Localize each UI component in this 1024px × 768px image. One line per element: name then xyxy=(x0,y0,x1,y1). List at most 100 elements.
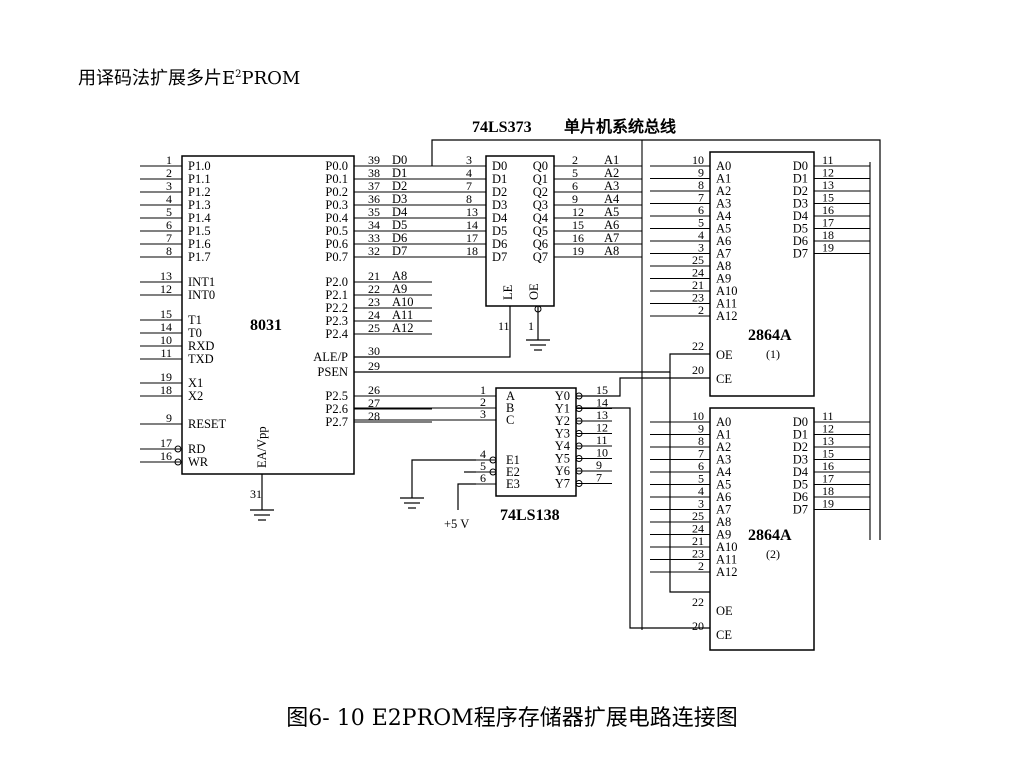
eeprom-1-body xyxy=(709,151,815,397)
eeprom-address-number: 7 xyxy=(698,447,704,461)
eeprom-2-body xyxy=(709,407,815,651)
latch-title: 74LS373 xyxy=(472,119,532,136)
eeprom-data-name: D4 xyxy=(793,209,809,223)
mcu-pin-name: P1.7 xyxy=(188,250,211,264)
latch-control-number: 11 xyxy=(498,319,510,333)
decoder-output-name: Y1 xyxy=(555,402,570,416)
eeprom-address-number: 6 xyxy=(698,459,704,473)
decoder-output-name: Y0 xyxy=(555,389,570,403)
decoder-input-number: 2 xyxy=(480,395,486,409)
eeprom-address-number: 24 xyxy=(692,522,704,536)
page-heading: 用译码法扩展多片E2PROM xyxy=(78,64,300,90)
latch-output-name: Q0 xyxy=(533,159,548,173)
mcu-pin-name: X1 xyxy=(188,376,203,390)
eeprom-control-name: CE xyxy=(716,372,732,386)
mcu-pin-name: P2.5 xyxy=(325,389,348,403)
mcu-net-label: D5 xyxy=(392,218,407,232)
eeprom-data-number: 18 xyxy=(822,484,834,498)
eeprom-2-label: 2864A xyxy=(748,527,792,544)
mcu-pin-name: P1.3 xyxy=(188,198,211,212)
eeprom-data-number: 11 xyxy=(822,153,834,167)
mcu-net-label: D0 xyxy=(392,153,407,167)
eeprom-address-number: 25 xyxy=(692,509,704,523)
mcu-pin-name: P1.2 xyxy=(188,185,211,199)
eeprom-data-name: D0 xyxy=(793,159,808,173)
eeprom-address-name: A5 xyxy=(716,478,731,492)
latch-input-name: D5 xyxy=(492,224,507,238)
eeprom-address-number: 4 xyxy=(698,484,704,498)
mcu-pin-number: 8 xyxy=(166,244,172,258)
active-low-bubble xyxy=(575,392,583,400)
mcu-pin-name: P1.4 xyxy=(188,211,211,225)
latch-control-name: OE xyxy=(527,283,541,300)
eeprom-address-number: 2 xyxy=(698,303,704,317)
eeprom-address-name: A12 xyxy=(716,565,738,579)
mcu-pin-number: 16 xyxy=(160,449,172,463)
mcu-pin-name: P0.2 xyxy=(325,185,348,199)
heading-tail: PROM xyxy=(241,68,301,89)
mcu-pin-name: P2.6 xyxy=(325,402,348,416)
mcu-pin-number: 4 xyxy=(166,192,172,206)
eeprom-data-number: 15 xyxy=(822,447,834,461)
latch-output-name: Q1 xyxy=(533,172,548,186)
eeprom-control-name: CE xyxy=(716,628,732,642)
mcu-pin-number: 14 xyxy=(160,320,172,334)
decoder-input-number: 4 xyxy=(480,447,486,461)
mcu-pin-number: 15 xyxy=(160,307,172,321)
eeprom-address-name: A2 xyxy=(716,440,731,454)
mcu-net-label: A8 xyxy=(392,269,407,283)
decoder-output-name: Y6 xyxy=(555,464,570,478)
mcu-pin-name: X2 xyxy=(188,389,203,403)
active-low-bubble xyxy=(575,430,583,437)
mcu-pin-number: 37 xyxy=(368,179,380,193)
eeprom-data-number: 12 xyxy=(822,422,834,436)
latch-net-label: A8 xyxy=(604,244,619,258)
mcu-pin-name: RESET xyxy=(188,417,227,431)
eeprom-data-number: 16 xyxy=(822,203,834,217)
decoder-output-number: 14 xyxy=(596,396,608,410)
eeprom-address-number: 3 xyxy=(698,241,704,255)
eeprom-data-name: D1 xyxy=(793,428,808,442)
eeprom-address-name: A3 xyxy=(716,197,731,211)
eeprom-address-number: 21 xyxy=(692,534,704,548)
decoder-input-name: B xyxy=(506,401,514,415)
latch-output-name: Q6 xyxy=(533,237,548,251)
mcu-pin-number: 6 xyxy=(166,218,172,232)
decoder-output-number: 9 xyxy=(596,458,602,472)
mcu-pin-name: P1.5 xyxy=(188,224,211,238)
mcu-pin-number: 28 xyxy=(368,409,380,423)
decoder-input-name: C xyxy=(506,413,514,427)
eeprom-address-number: 23 xyxy=(692,547,704,561)
eeprom-data-number: 18 xyxy=(822,228,834,242)
eeprom-control-name: OE xyxy=(716,348,733,362)
eeprom-address-name: A5 xyxy=(716,222,731,236)
decoder-output-number: 13 xyxy=(596,408,608,422)
eeprom-address-number: 9 xyxy=(698,422,704,436)
latch-input-name: D3 xyxy=(492,198,507,212)
latch-output-name: Q7 xyxy=(533,250,548,264)
latch-output-number: 19 xyxy=(572,244,584,258)
active-low-bubble xyxy=(575,417,583,425)
mcu-pin-number: 12 xyxy=(160,282,172,296)
latch-output-number: 15 xyxy=(572,218,584,232)
mcu-net-label: A12 xyxy=(392,321,414,335)
latch-output-number: 9 xyxy=(572,192,578,206)
eeprom-address-number: 4 xyxy=(698,228,704,242)
active-low-bubble xyxy=(575,442,583,450)
latch-input-number: 18 xyxy=(466,244,478,258)
eeprom-address-name: A9 xyxy=(716,528,731,542)
eeprom-address-number: 8 xyxy=(698,178,704,192)
mcu-pin-name: RD xyxy=(188,442,205,456)
eeprom-data-number: 13 xyxy=(822,434,834,448)
active-low-bubble xyxy=(174,445,182,453)
decoder-output-name: Y4 xyxy=(555,439,571,453)
mcu-pin-name: P1.6 xyxy=(188,237,211,251)
mcu-pin-number: 9 xyxy=(166,411,172,425)
latch-input-number: 3 xyxy=(466,153,472,167)
mcu-pin-number: 2 xyxy=(166,166,172,180)
mcu-pin-name: TXD xyxy=(188,352,214,366)
latch-input-name: D0 xyxy=(492,159,507,173)
mcu-pin-name: P0.7 xyxy=(325,250,348,264)
eeprom-data-number: 19 xyxy=(822,497,834,511)
